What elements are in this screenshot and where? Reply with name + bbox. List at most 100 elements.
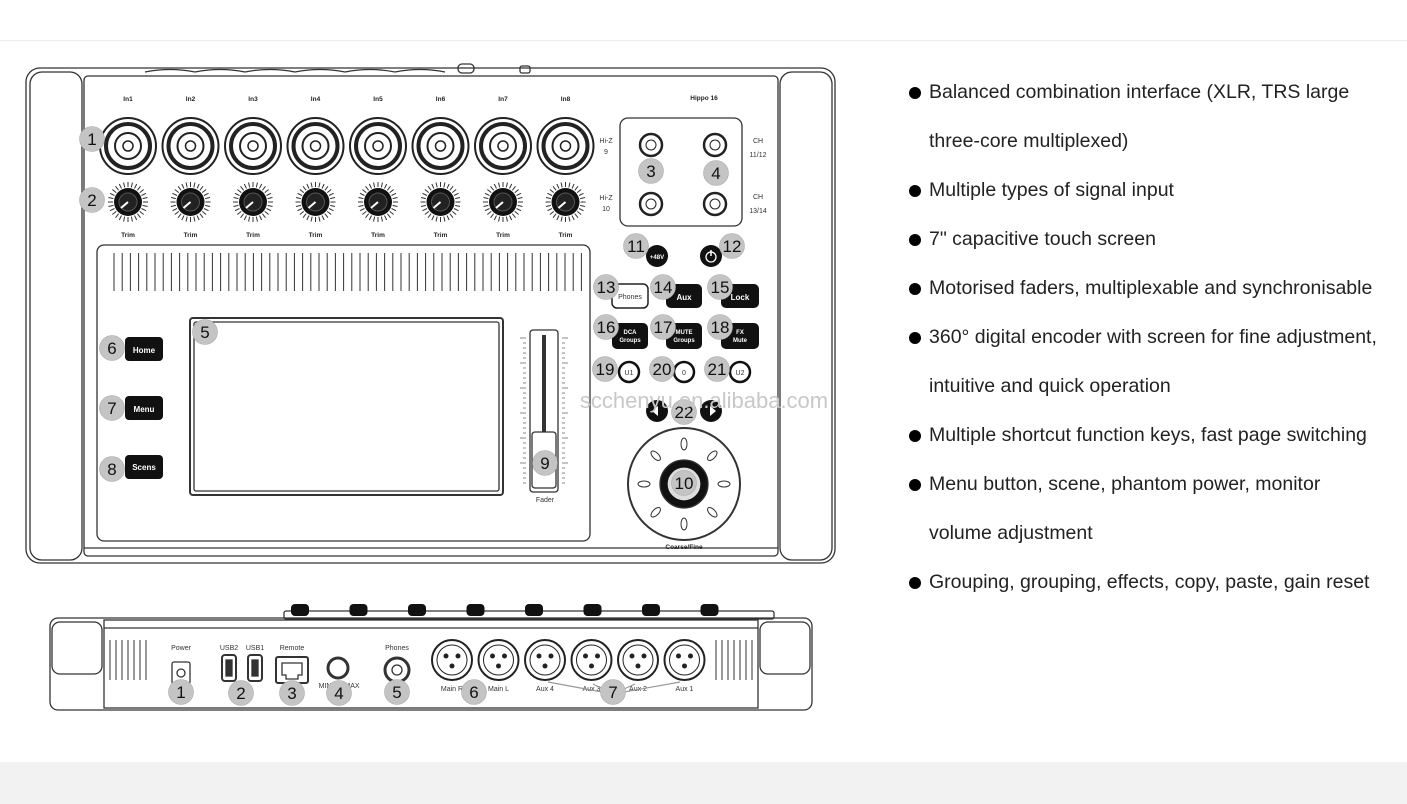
top-callout-3: 3 <box>638 158 664 184</box>
ch-label-1112: CH <box>753 138 763 145</box>
svg-text:2: 2 <box>236 684 245 703</box>
input-label-4: In4 <box>311 96 321 103</box>
combo-jack-4[interactable] <box>286 117 345 175</box>
svg-text:19: 19 <box>596 360 615 379</box>
xlr-output-6: Aux 1 <box>663 639 706 693</box>
svg-text:Menu: Menu <box>134 405 155 414</box>
scenes-button[interactable]: Scens <box>125 455 163 479</box>
combo-jack-2[interactable] <box>161 117 220 175</box>
svg-text:12: 12 <box>723 237 742 256</box>
svg-text:Phones: Phones <box>618 294 642 301</box>
feature-text: Grouping, grouping, effects, copy, paste… <box>929 571 1370 593</box>
bullet-icon <box>909 430 921 442</box>
combo-jack-3[interactable] <box>224 117 282 175</box>
top-callout-6: 6 <box>99 335 125 361</box>
feature-text: Balanced combination interface (XLR, TRS… <box>929 81 1350 152</box>
trim-knob-5[interactable] <box>358 182 398 222</box>
trim-knob-1[interactable] <box>108 182 148 222</box>
xlr-output-1: Main R <box>431 639 473 693</box>
home-button[interactable]: Home <box>125 337 163 361</box>
trim-knob-4[interactable] <box>295 182 336 222</box>
arrow-right-button[interactable] <box>700 400 722 422</box>
combo-jack-1[interactable] <box>99 117 157 175</box>
svg-text:MUTE: MUTE <box>676 330 693 336</box>
top-callout-20: 20 <box>649 356 675 382</box>
trim-knob-7[interactable] <box>483 182 523 222</box>
svg-text:3: 3 <box>646 162 655 181</box>
input-label-2: In2 <box>186 96 196 103</box>
top-callout-11: 11 <box>623 233 649 259</box>
rear-knob-caps <box>291 604 719 616</box>
trim-knob-6[interactable] <box>420 182 461 222</box>
rear-callout-6: 6 <box>461 679 487 705</box>
input-label-8: In8 <box>561 96 571 103</box>
svg-text:7: 7 <box>608 683 617 702</box>
svg-text:13: 13 <box>597 278 616 297</box>
ch-number-1112: 11/12 <box>750 152 767 159</box>
trim-knob-2[interactable] <box>170 182 211 222</box>
svg-text:15: 15 <box>711 278 730 297</box>
u2-button[interactable]: U2 <box>728 360 752 384</box>
feature-item: 7" capacitive touch screen <box>908 215 1378 264</box>
combo-jack-5[interactable] <box>349 117 407 175</box>
svg-text:4: 4 <box>334 684 343 703</box>
rear-knob-cap-7 <box>642 604 660 616</box>
svg-text:1: 1 <box>87 130 96 149</box>
trs-jacks <box>638 132 728 217</box>
feature-item: 360° digital encoder with screen for fin… <box>908 313 1378 411</box>
xlr-output-2: Main L <box>477 639 520 693</box>
u1-button[interactable]: U1 <box>617 360 641 384</box>
xlr-output-3: Aux 4 <box>524 639 566 693</box>
combo-jack-8[interactable] <box>536 117 595 175</box>
svg-text:Groups: Groups <box>673 338 695 344</box>
combo-jack-6[interactable] <box>411 117 470 175</box>
ch-label-1314: CH <box>753 194 763 201</box>
top-callout-18: 18 <box>707 314 733 340</box>
svg-text:20: 20 <box>653 360 672 379</box>
svg-text:6: 6 <box>107 339 116 358</box>
trim-knob-8[interactable] <box>545 182 586 222</box>
arrow-left-button[interactable] <box>646 400 668 422</box>
dca-groups-button[interactable]: DCA Groups <box>612 323 648 349</box>
xlr-label-6: Aux 1 <box>676 686 694 693</box>
bullet-icon <box>909 283 921 295</box>
input-label-3: In3 <box>248 96 258 103</box>
zero-button[interactable]: 0 <box>672 360 696 384</box>
svg-text:14: 14 <box>654 278 673 297</box>
svg-text:11: 11 <box>627 237 645 256</box>
trim-label-6: Trim <box>434 232 448 239</box>
watermark: scchenyu.en.alibaba.com <box>580 388 828 413</box>
trim-knob-row <box>108 182 586 222</box>
trim-label-2: Trim <box>184 232 198 239</box>
power-button[interactable] <box>700 245 722 267</box>
phantom-button[interactable]: +48V <box>646 245 668 267</box>
svg-text:21: 21 <box>708 360 727 379</box>
top-callout-1: 1 <box>79 126 105 152</box>
menu-button[interactable]: Menu <box>125 396 163 420</box>
bullet-icon <box>909 234 921 246</box>
svg-text:Home: Home <box>133 346 156 355</box>
rear-knob-cap-5 <box>525 604 543 616</box>
trim-knob-3[interactable] <box>233 182 273 222</box>
svg-text:3: 3 <box>287 684 296 703</box>
volume-min-label: MIN <box>319 683 332 690</box>
combo-jack-7[interactable] <box>474 117 532 175</box>
feature-text: Motorised faders, multiplexable and sync… <box>929 277 1373 299</box>
rear-knob-cap-6 <box>583 604 602 616</box>
hiz-number-9: 9 <box>604 149 608 156</box>
feature-item: Multiple shortcut function keys, fast pa… <box>908 411 1378 460</box>
bullet-icon <box>909 479 921 491</box>
hiz-number-10: 10 <box>602 206 610 213</box>
combo-input-row <box>99 117 595 175</box>
svg-text:10: 10 <box>675 474 694 493</box>
xlr-output-5: Aux 2 <box>617 639 659 693</box>
volume-max-label: MAX <box>344 683 360 690</box>
top-callout-21: 21 <box>704 356 730 382</box>
remote-label: Remote <box>280 645 305 652</box>
rear-knob-cap-1 <box>291 604 309 616</box>
phones-label: Phones <box>385 645 409 652</box>
top-callout-17: 17 <box>650 314 676 340</box>
top-callout-9: 9 <box>532 450 558 476</box>
xlr-label-3: Aux 4 <box>536 686 554 693</box>
